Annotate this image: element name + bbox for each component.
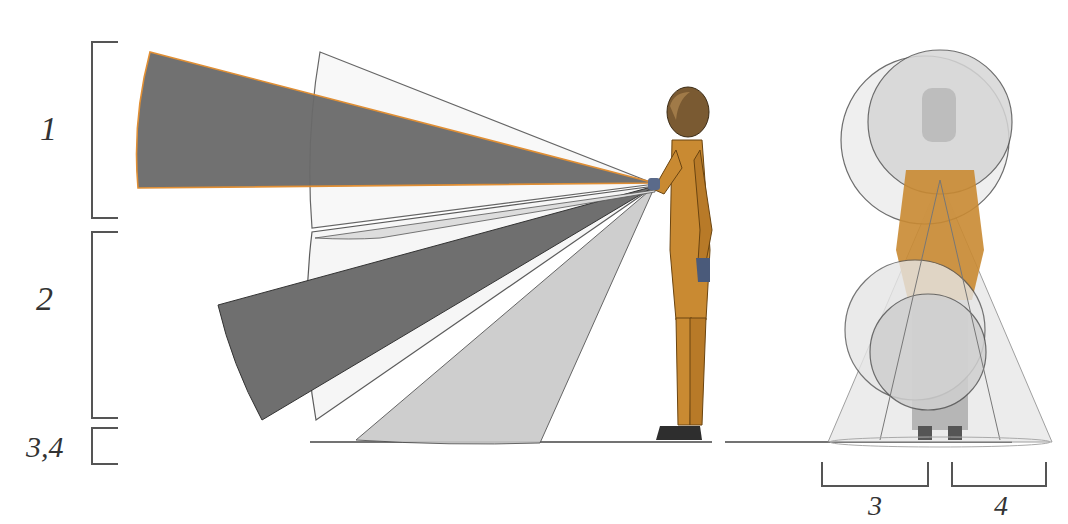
front-view-zones xyxy=(828,50,1052,447)
zone-number: 2 xyxy=(36,282,53,316)
human-figure-side xyxy=(648,87,712,440)
zone-number: 1 xyxy=(40,112,57,146)
zone-number: 3,4 xyxy=(26,432,64,462)
reach-cones xyxy=(137,52,656,444)
zone-number: 4 xyxy=(994,492,1008,520)
zone-brackets xyxy=(92,42,118,464)
zone-number: 3 xyxy=(868,492,882,520)
zone-brackets xyxy=(822,462,1046,486)
